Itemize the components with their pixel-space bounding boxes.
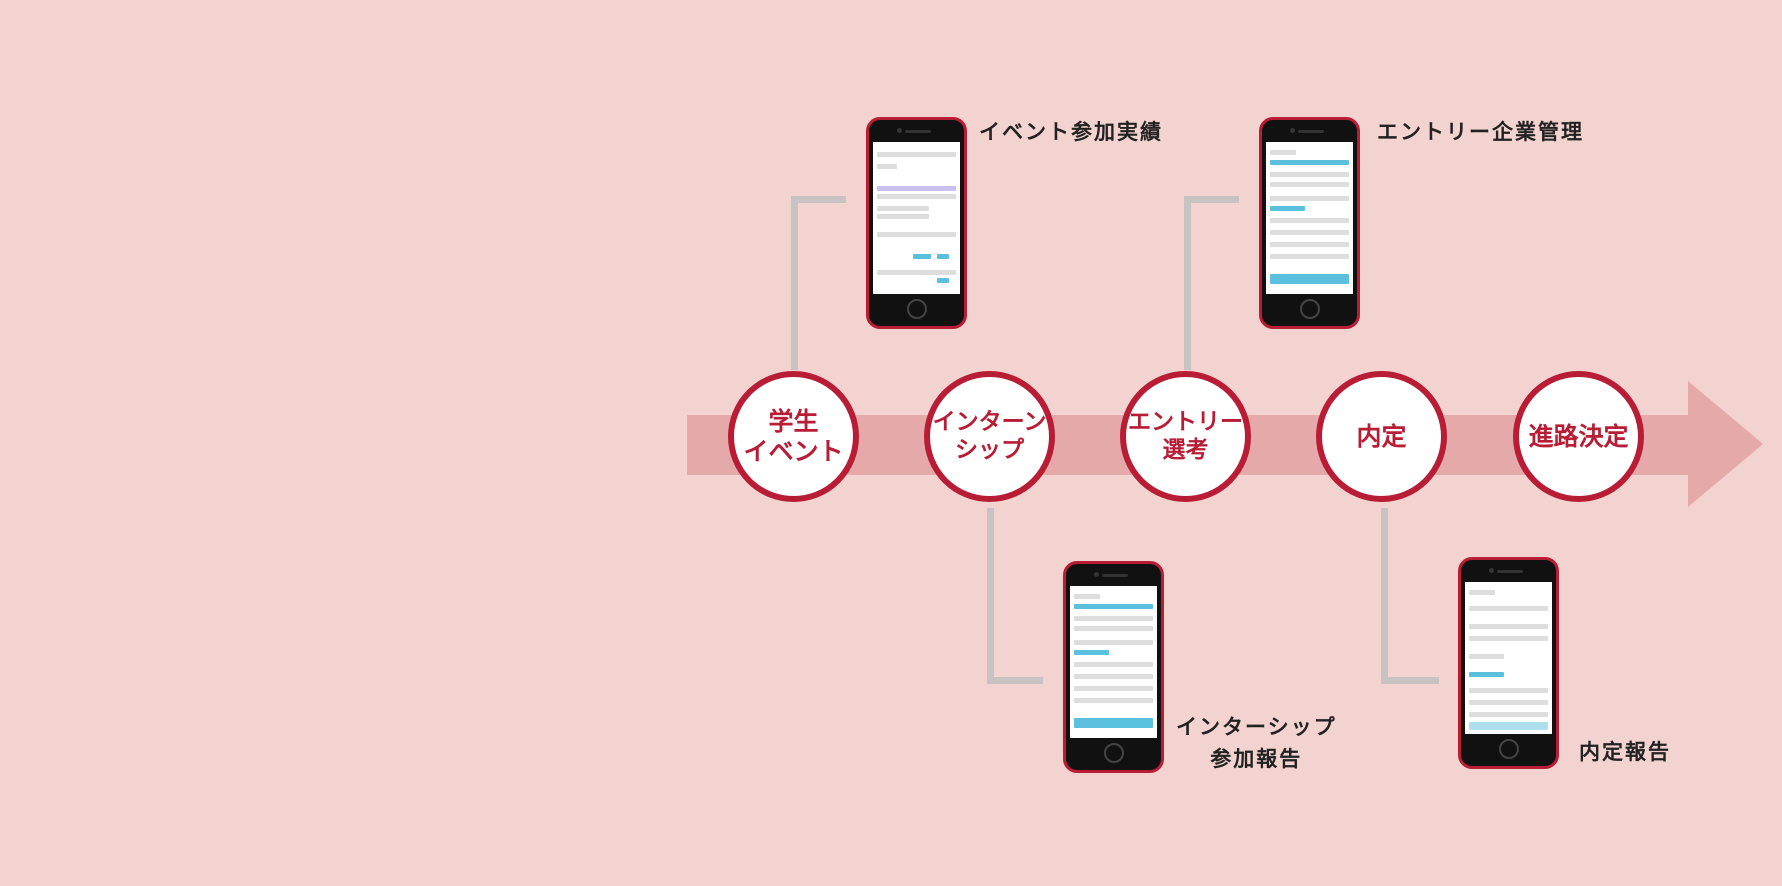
timeline-arrowhead — [1688, 381, 1763, 507]
stage-internship-label: インターン シップ — [932, 408, 1047, 463]
connector-entry-horizontal — [1184, 196, 1239, 203]
feature-label-entry-company-management: エントリー企業管理 — [1377, 120, 1584, 144]
stage-entry-selection-label: エントリー 選考 — [1128, 408, 1243, 463]
stage-student-event-label: 学生 イベント — [743, 406, 844, 466]
phone-screen — [1266, 142, 1353, 294]
stage-career-decision-label: 進路決定 — [1528, 421, 1629, 451]
home-button-icon — [1499, 739, 1519, 759]
stage-student-event: 学生 イベント — [728, 371, 859, 502]
phone-job-offer-report — [1458, 557, 1559, 769]
stage-career-decision: 進路決定 — [1513, 371, 1644, 502]
connector-internship-horizontal — [987, 677, 1043, 684]
connector-event-vertical — [791, 196, 798, 370]
phone-screen — [873, 142, 960, 294]
connector-offer-vertical — [1381, 508, 1388, 684]
stage-internship: インターン シップ — [924, 371, 1055, 502]
home-button-icon — [1300, 299, 1320, 319]
connector-offer-horizontal — [1381, 677, 1439, 684]
stage-job-offer-label: 内定 — [1356, 421, 1407, 451]
home-button-icon — [907, 299, 927, 319]
connector-internship-vertical — [987, 508, 994, 684]
phone-internship-report — [1063, 561, 1164, 773]
feature-label-job-offer-report: 内定報告 — [1579, 740, 1671, 764]
phone-screen — [1070, 586, 1157, 738]
home-button-icon — [1104, 743, 1124, 763]
feature-label-internship-report: インターシップ 参加報告 — [1176, 715, 1337, 771]
connector-entry-vertical — [1184, 196, 1191, 370]
stage-job-offer: 内定 — [1316, 371, 1447, 502]
feature-label-event-participation: イベント参加実績 — [979, 120, 1163, 144]
phone-entry-company-management — [1259, 117, 1360, 329]
phone-screen — [1465, 582, 1552, 734]
stage-entry-selection: エントリー 選考 — [1120, 371, 1251, 502]
phone-event-participation — [866, 117, 967, 329]
connector-event-horizontal — [791, 196, 846, 203]
